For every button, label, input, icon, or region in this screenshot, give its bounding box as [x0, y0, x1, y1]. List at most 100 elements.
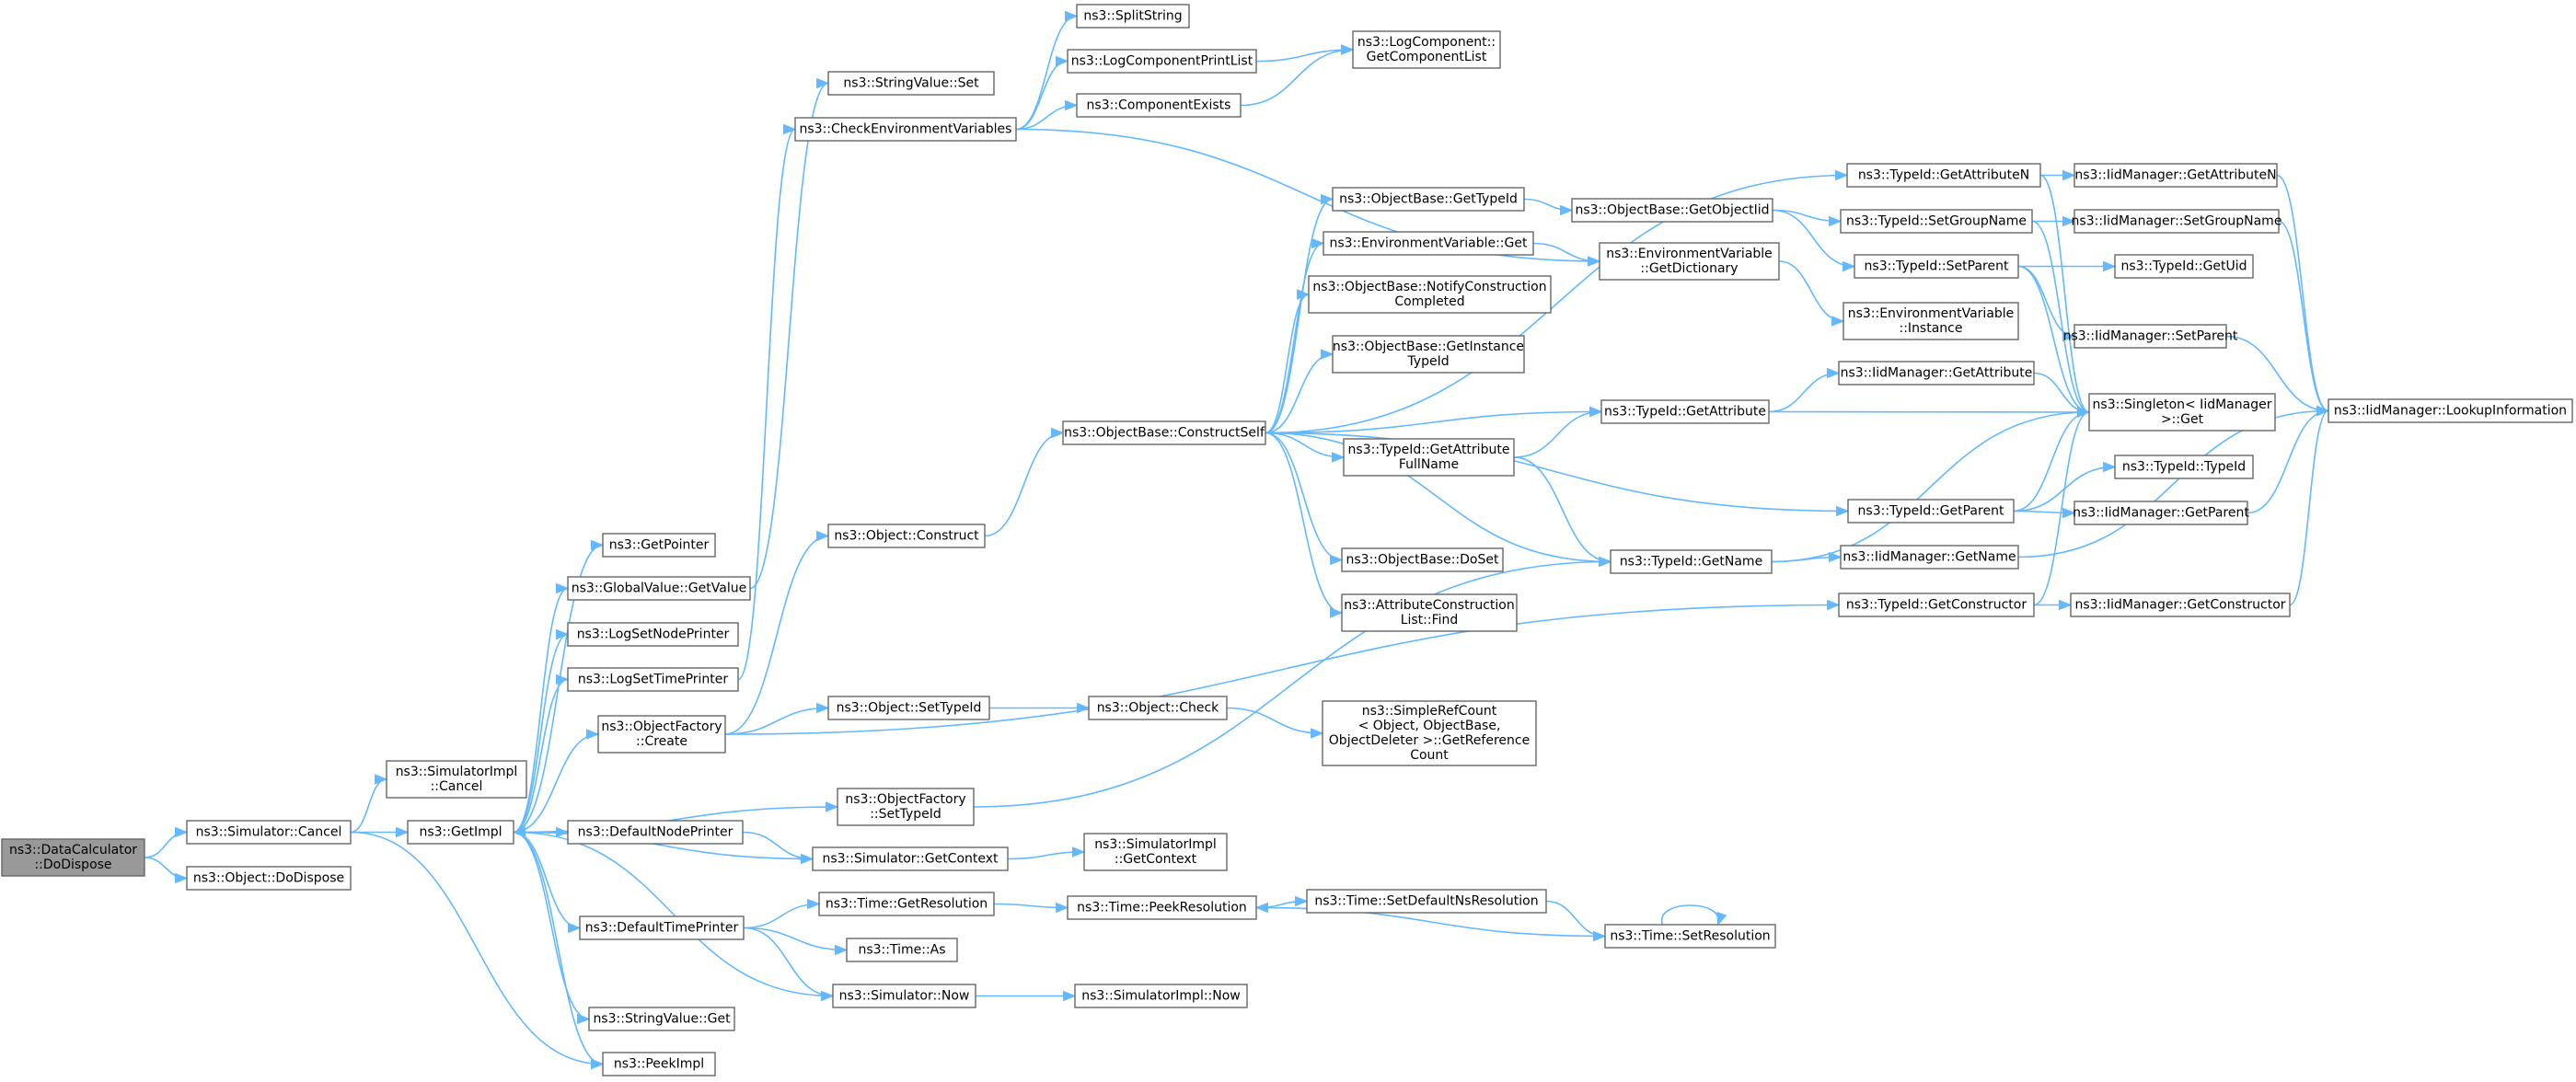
node-ns3-componentexists[interactable]: ns3::ComponentExists [1076, 93, 1242, 118]
node-ns3-object-dodispose[interactable]: ns3::Object::DoDispose [186, 866, 352, 891]
node-box [2074, 163, 2278, 188]
node-ns3-splitstring[interactable]: ns3::SplitString [1076, 4, 1190, 29]
node-label: List::Find [1401, 613, 1459, 627]
node-ns3-simulator-now[interactable]: ns3::Simulator::Now [832, 984, 976, 1008]
node-ns3-logsettimeprinter[interactable]: ns3::LogSetTimePrinter [567, 667, 739, 692]
node-ns3-stringvalue-get[interactable]: ns3::StringValue::Get [588, 1007, 735, 1031]
node-ns3-iidmanager-getattributen[interactable]: ns3::IidManager::GetAttributeN [2074, 163, 2278, 188]
node-ns3-iidmanager-getparent[interactable]: ns3::IidManager::GetParent [2073, 501, 2249, 525]
node-box [567, 820, 744, 845]
node-box [2088, 393, 2276, 432]
node-box [1846, 163, 2041, 188]
node-ns3-globalvalue-getvalue[interactable]: ns3::GlobalValue::GetValue [567, 576, 751, 601]
node-label: ns3::DataCalculator [9, 843, 137, 858]
node-ns3-objectbase-getobjectiid[interactable]: ns3::ObjectBase::GetObjectIid [1571, 198, 1773, 223]
node-box [1076, 4, 1190, 29]
node-ns3-getimpl[interactable]: ns3::GetImpl [407, 820, 514, 845]
node-ns3-objectbase-constructself[interactable]: ns3::ObjectBase::ConstructSelf [1062, 420, 1266, 445]
node-box [1571, 198, 1773, 223]
node-box [1341, 593, 1518, 632]
node-label: ::GetContext [1115, 852, 1197, 867]
node-ns3-iidmanager-setgroupname[interactable]: ns3::IidManager::SetGroupName [2072, 209, 2282, 234]
node-ns3-typeid-getconstructor[interactable]: ns3::TypeId::GetConstructor [1838, 593, 2035, 617]
edge-n55-n62 [2278, 220, 2330, 417]
node-box [2074, 209, 2280, 234]
edge-n4-n8 [513, 628, 570, 834]
node-ns3-iidmanager-lookupinformation[interactable]: ns3::IidManager::LookupInformation [2328, 398, 2573, 423]
node-ns3-time-as[interactable]: ns3::Time::As [846, 938, 958, 962]
node-label: ns3::StringValue::Set [843, 76, 979, 91]
node-ns3-objectbase-gettypeid[interactable]: ns3::ObjectBase::GetTypeId [1332, 187, 1525, 212]
node-ns3-objectfactory-create[interactable]: ns3::ObjectFactory::Create [597, 715, 726, 754]
node-ns3-logsetnodeprinter[interactable]: ns3::LogSetNodePrinter [567, 622, 739, 647]
node-ns3-typeid-getattribute[interactable]: ns3::TypeId::GetAttribute [1600, 399, 1770, 424]
node-ns3-typeid-typeid[interactable]: ns3::TypeId::TypeId [2114, 455, 2254, 479]
node-ns3-environmentvariable-get[interactable]: ns3::EnvironmentVariable::Get [1323, 231, 1534, 256]
node-box [597, 715, 726, 754]
node-ns3-simplerefcount-object-objectbase-objectdeleter-getreference-count[interactable]: ns3::SimpleRefCount< Object, ObjectBase,… [1322, 700, 1537, 766]
node-box [186, 866, 352, 891]
node-label: ::Create [636, 734, 687, 749]
node-ns3-object-construct[interactable]: ns3::Object::Construct [827, 524, 986, 548]
node-ns3-object-check[interactable]: ns3::Object::Check [1088, 696, 1228, 720]
edge-n26-n32 [1265, 193, 1334, 434]
node-label: ns3::Time::SetResolution [1610, 929, 1770, 944]
node-ns3-typeid-setgroupname[interactable]: ns3::TypeId::SetGroupName [1840, 209, 2033, 234]
node-label: GetComponentList [1367, 50, 1487, 64]
node-ns3-logcomponent-getcomponentlist[interactable]: ns3::LogComponent::GetComponentList [1352, 30, 1501, 69]
edge-n4-n12 [513, 831, 582, 934]
edge-n26-n37 [1265, 432, 1344, 566]
node-label: ns3::SimulatorImpl [396, 765, 518, 779]
node-box [1847, 499, 2015, 524]
node-label: ns3::TypeId::GetAttribute [1348, 443, 1510, 457]
node-ns3-iidmanager-getattribute[interactable]: ns3::IidManager::GetAttribute [1838, 361, 2035, 386]
node-ns3-time-peekresolution[interactable]: ns3::Time::PeekResolution [1067, 895, 1257, 920]
edge-n25-n31 [1240, 44, 1355, 107]
edge-n47-n58 [2031, 220, 2091, 418]
node-ns3-objectfactory-settypeid[interactable]: ns3::ObjectFactory::SetTypeId [837, 788, 975, 826]
node-ns3-environmentvariable-getdictionary[interactable]: ns3::EnvironmentVariable::GetDictionary [1599, 242, 1780, 281]
node-ns3-stringvalue-set[interactable]: ns3::StringValue::Set [827, 71, 995, 96]
node-ns3-logcomponentprintlist[interactable]: ns3::LogComponentPrintList [1067, 49, 1257, 74]
node-ns3-time-getresolution[interactable]: ns3::Time::GetResolution [818, 892, 995, 916]
node-ns3-objectbase-doset[interactable]: ns3::ObjectBase::DoSet [1341, 547, 1504, 572]
node-label: ns3::EnvironmentVariable [1848, 306, 2015, 321]
node-ns3-checkenvironmentvariables[interactable]: ns3::CheckEnvironmentVariables [794, 117, 1017, 142]
node-label: ns3::IidManager::GetName [1842, 550, 2016, 565]
node-label: ns3::EnvironmentVariable [1606, 247, 1773, 261]
node-ns3-defaultnodeprinter[interactable]: ns3::DefaultNodePrinter [567, 820, 744, 845]
node-ns3-typeid-getattributen[interactable]: ns3::TypeId::GetAttributeN [1846, 163, 2041, 188]
node-ns3-singleton-iidmanager-get[interactable]: ns3::Singleton< IidManager>::Get [2088, 393, 2276, 432]
node-ns3-datacalculator-dodispose[interactable]: ns3::DataCalculator::DoDispose [1, 838, 145, 877]
node-ns3-object-settypeid[interactable]: ns3::Object::SetTypeId [827, 696, 990, 720]
node-ns3-getpointer[interactable]: ns3::GetPointer [602, 533, 716, 558]
node-ns3-simulator-cancel[interactable]: ns3::Simulator::Cancel [186, 820, 352, 845]
node-ns3-typeid-getuid[interactable]: ns3::TypeId::GetUid [2114, 254, 2254, 279]
node-label: ::Cancel [431, 779, 483, 794]
node-ns3-time-setresolution[interactable]: ns3::Time::SetResolution [1604, 924, 1776, 949]
node-ns3-environmentvariable-instance[interactable]: ns3::EnvironmentVariable::Instance [1842, 302, 2019, 340]
node-box [1842, 302, 2019, 340]
node-ns3-simulatorimpl-cancel[interactable]: ns3::SimulatorImpl::Cancel [386, 760, 527, 799]
node-ns3-time-setdefaultnsresolution[interactable]: ns3::Time::SetDefaultNsResolution [1306, 889, 1547, 914]
node-label: ::SetTypeId [870, 807, 941, 822]
node-box [1323, 231, 1534, 256]
node-box [1343, 438, 1515, 477]
node-ns3-typeid-getname[interactable]: ns3::TypeId::GetName [1610, 549, 1773, 574]
node-label: ns3::IidManager::SetGroupName [2072, 214, 2282, 229]
node-ns3-typeid-setparent[interactable]: ns3::TypeId::SetParent [1854, 254, 2019, 279]
node-ns3-iidmanager-setparent[interactable]: ns3::IidManager::SetParent [2063, 324, 2238, 349]
node-ns3-simulator-getcontext[interactable]: ns3::Simulator::GetContext [812, 846, 1009, 871]
node-label: ::DoDispose [34, 858, 111, 872]
node-ns3-iidmanager-getconstructor[interactable]: ns3::IidManager::GetConstructor [2070, 593, 2291, 617]
node-ns3-typeid-getparent[interactable]: ns3::TypeId::GetParent [1847, 499, 2015, 524]
node-ns3-peekimpl[interactable]: ns3::PeekImpl [602, 1052, 716, 1076]
node-ns3-simulatorimpl-now[interactable]: ns3::SimulatorImpl::Now [1074, 984, 1248, 1008]
node-ns3-simulatorimpl-getcontext[interactable]: ns3::SimulatorImpl::GetContext [1083, 833, 1228, 871]
node-ns3-iidmanager-getname[interactable]: ns3::IidManager::GetName [1840, 545, 2019, 570]
node-ns3-defaulttimeprinter[interactable]: ns3::DefaultTimePrinter [579, 915, 745, 940]
node-ns3-objectbase-notifyconstruction-completed[interactable]: ns3::ObjectBase::NotifyConstructionCompl… [1308, 275, 1552, 314]
